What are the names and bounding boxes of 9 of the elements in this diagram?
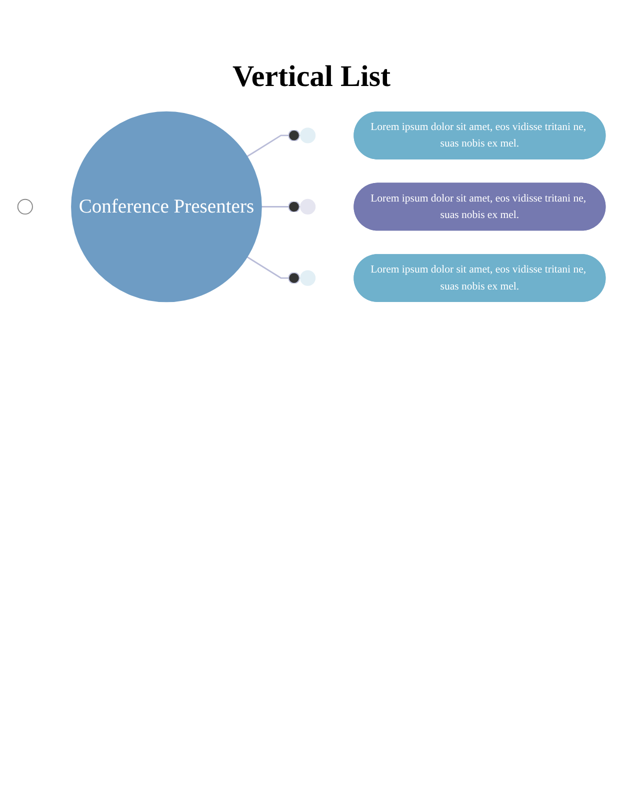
- node-circle: [17, 198, 33, 215]
- node-circle: [300, 270, 316, 286]
- node-circle: Conference Presenters: [71, 111, 262, 302]
- connector: [246, 130, 300, 158]
- node-circle: [300, 198, 316, 215]
- connector: [246, 256, 300, 284]
- node-circle: [300, 128, 316, 144]
- connector: [261, 200, 300, 213]
- diagram-title: Vertical List: [231, 60, 392, 94]
